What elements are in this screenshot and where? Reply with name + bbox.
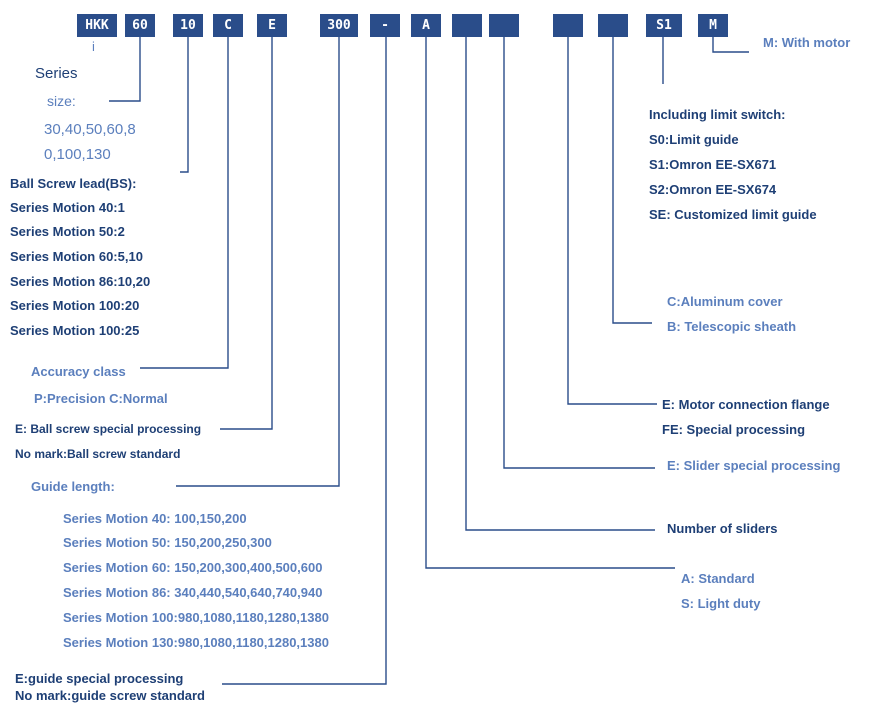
- code-box-lead: 10: [173, 14, 203, 37]
- lead-item: Series Motion 86:10,20: [10, 274, 151, 289]
- cover-item: B: Telescopic sheath: [667, 319, 797, 334]
- ballscrew-special: E: Ball screw special processing: [15, 422, 202, 436]
- size-label: size:: [47, 93, 76, 109]
- accuracy-title: Accuracy class: [31, 364, 126, 379]
- limit-item: S2:Omron EE-SX674: [649, 182, 777, 197]
- lead-item: Series Motion 100:25: [10, 323, 140, 338]
- accuracy-values: P:Precision C:Normal: [34, 391, 168, 406]
- connector-motor: [712, 37, 749, 53]
- connector-cover: [612, 37, 652, 324]
- code-box-length: 300: [320, 14, 358, 37]
- code-box-slider-count: [452, 14, 482, 37]
- limit-item: S0:Limit guide: [649, 132, 739, 147]
- code-box-cover: [598, 14, 628, 37]
- code-box-slider-special: [489, 14, 519, 37]
- flange-label: E: Motor connection flange: [662, 397, 830, 412]
- series-label: Series: [35, 65, 78, 82]
- code-box-limit-switch: S1: [646, 14, 682, 37]
- guide-special: E:guide special processing: [15, 671, 184, 686]
- code-box-accuracy: C: [213, 14, 243, 37]
- guide-length-item: Series Motion 100:980,1080,1180,1280,138…: [63, 610, 329, 625]
- connector-lead: [180, 37, 189, 173]
- cover-item: C:Aluminum cover: [667, 294, 783, 309]
- lead-item: Series Motion 60:5,10: [10, 249, 143, 264]
- size-values-line2: 0,100,130: [44, 146, 111, 163]
- connector-slider-type: [425, 37, 675, 569]
- code-box-size: 60: [125, 14, 155, 37]
- ballscrew-standard: No mark:Ball screw standard: [15, 447, 181, 461]
- flange-special: FE: Special processing: [662, 422, 806, 437]
- guide-length-item: Series Motion 60: 150,200,300,400,500,60…: [63, 560, 323, 575]
- lead-item: Series Motion 100:20: [10, 298, 140, 313]
- connector-slider-special: [503, 37, 655, 469]
- limit-title: Including limit switch:: [649, 107, 786, 122]
- guide-length-item: Series Motion 40: 100,150,200: [63, 511, 247, 526]
- slider-type-item: S: Light duty: [681, 596, 761, 611]
- size-values-line1: 30,40,50,60,8: [44, 121, 136, 138]
- guide-length-title: Guide length:: [31, 479, 115, 494]
- slider-special: E: Slider special processing: [667, 458, 841, 473]
- connector-size: [109, 37, 141, 102]
- code-box-motor: M: [698, 14, 728, 37]
- lead-title: Ball Screw lead(BS):: [10, 176, 137, 191]
- motor-label: M: With motor: [763, 35, 851, 50]
- code-box-dash: -: [370, 14, 400, 37]
- connector-accuracy: [140, 37, 229, 369]
- lead-item: Series Motion 40:1: [10, 200, 125, 215]
- lead-item: Series Motion 50:2: [10, 224, 125, 239]
- connector-guide-special: [222, 37, 387, 685]
- connector-length: [176, 37, 340, 487]
- limit-item: SE: Customized limit guide: [649, 207, 817, 222]
- sliders-label: Number of sliders: [667, 521, 778, 536]
- guide-length-item: Series Motion 130:980,1080,1180,1280,138…: [63, 635, 329, 650]
- code-box-slider-type: A: [411, 14, 441, 37]
- slider-type-item: A: Standard: [681, 571, 755, 586]
- connector-ballscrew: [220, 37, 273, 430]
- limit-item: S1:Omron EE-SX671: [649, 157, 777, 172]
- connector-slider-count: [465, 37, 655, 531]
- code-box-model: HKK: [77, 14, 117, 37]
- i-mark: i: [92, 39, 95, 54]
- guide-length-item: Series Motion 86: 340,440,540,640,740,94…: [63, 585, 323, 600]
- guide-standard: No mark:guide screw standard: [15, 688, 205, 703]
- guide-length-item: Series Motion 50: 150,200,250,300: [63, 535, 272, 550]
- connector-flange: [567, 37, 657, 405]
- code-box-flange: [553, 14, 583, 37]
- code-box-ballscrew: E: [257, 14, 287, 37]
